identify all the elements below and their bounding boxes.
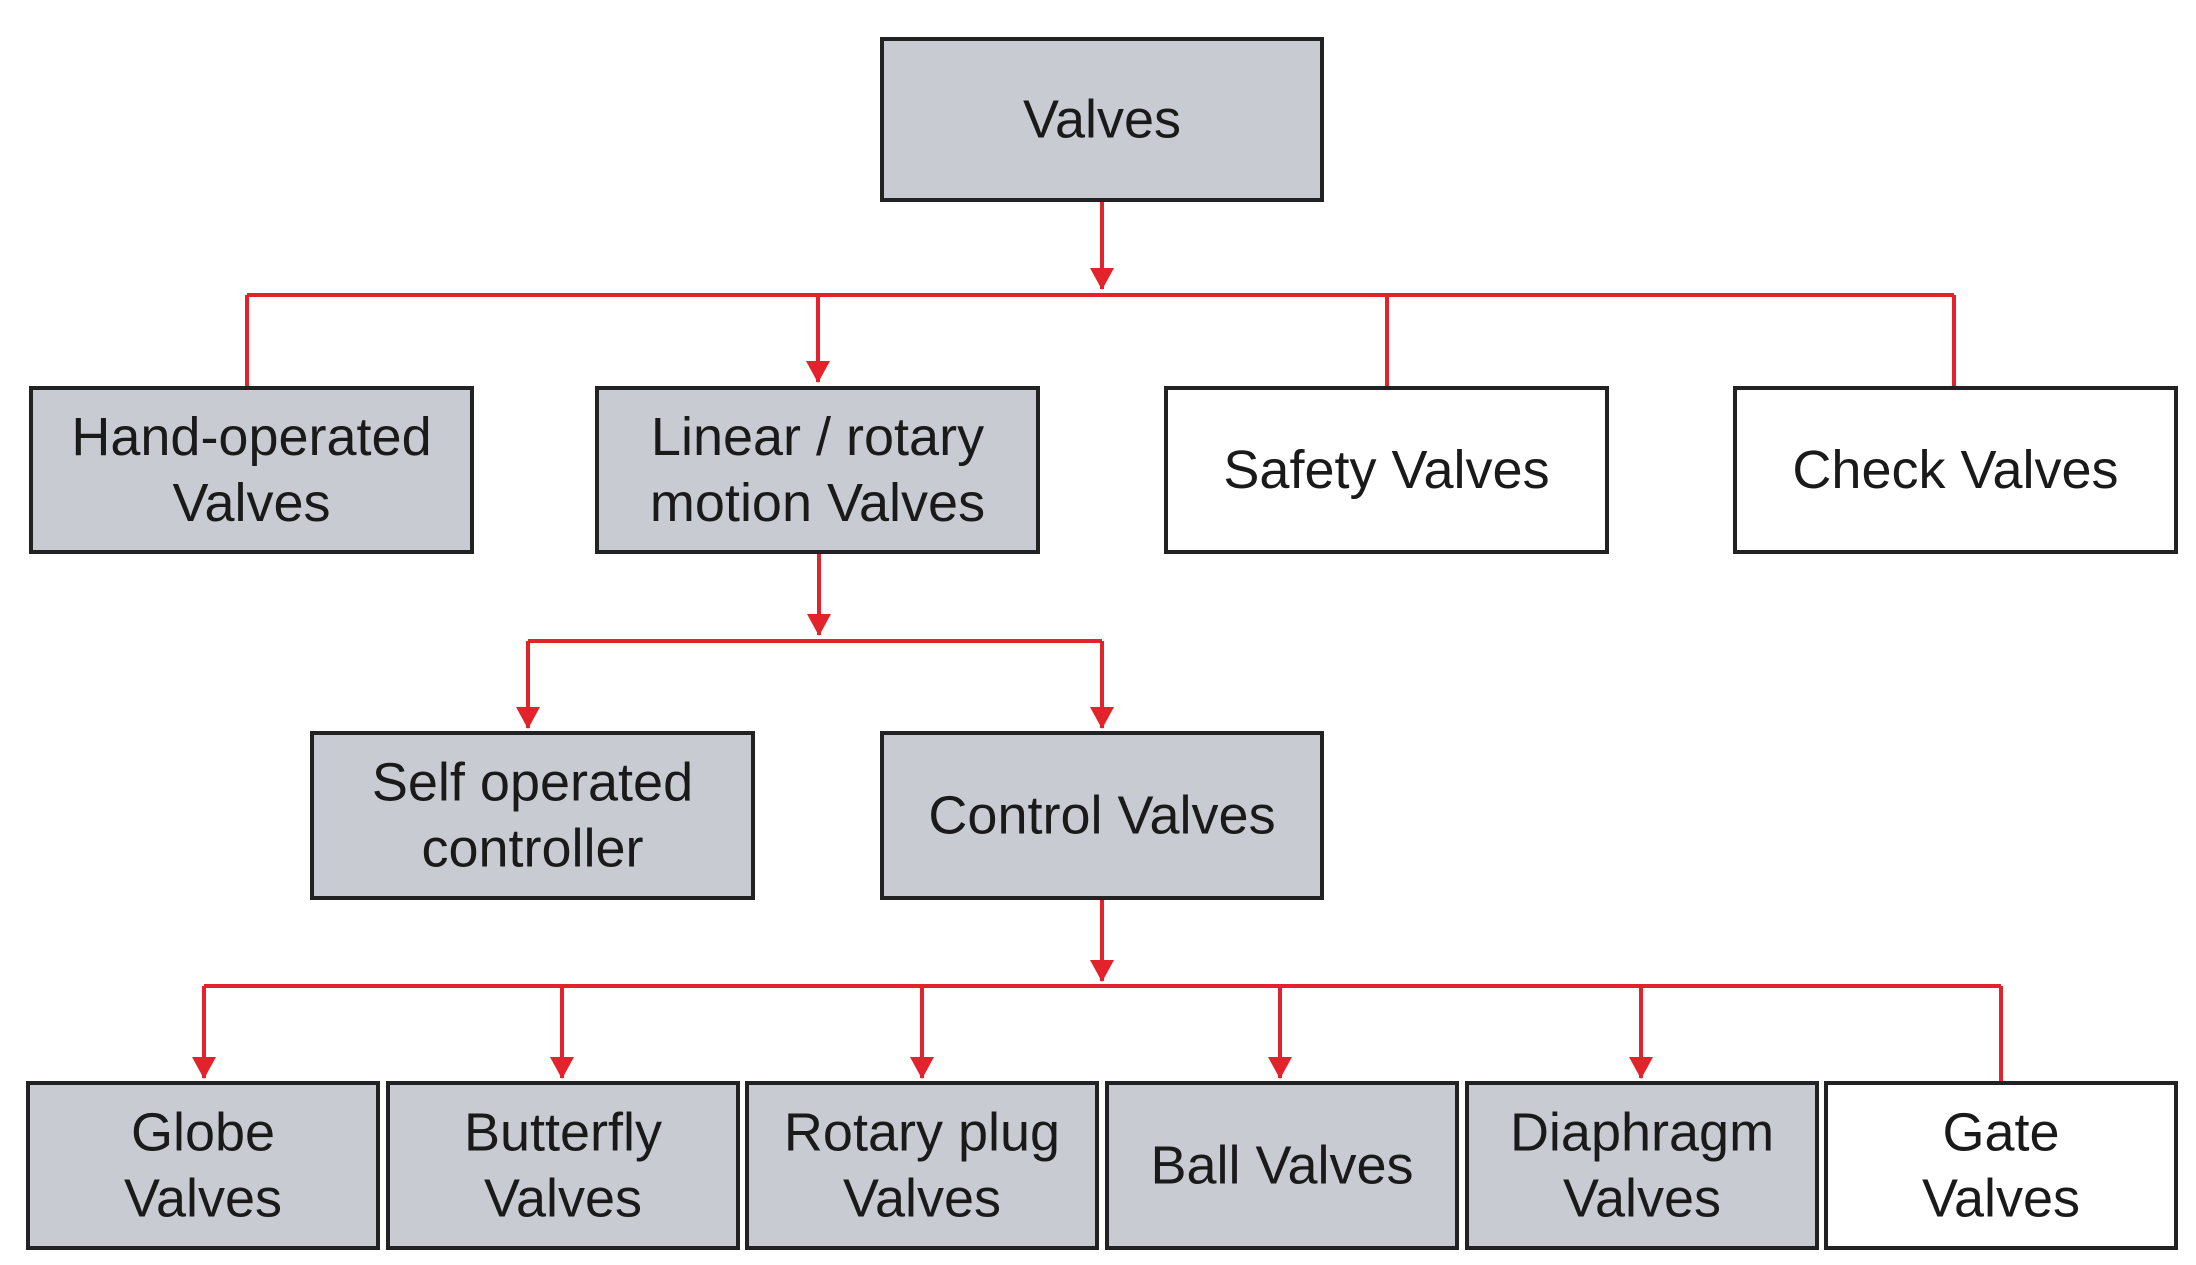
- node-label: motion Valves: [650, 473, 985, 533]
- node-box: [880, 37, 1324, 202]
- node-label: Valves: [484, 1169, 642, 1229]
- node-label: Control Valves: [928, 786, 1275, 846]
- node-safety: Safety Valves: [1164, 386, 1609, 554]
- node-box: [29, 386, 474, 554]
- node-check: Check Valves: [1733, 386, 2178, 554]
- node-label: Hand-operated: [71, 407, 431, 467]
- node-label: Butterfly: [464, 1103, 662, 1163]
- node-valves: Valves: [880, 37, 1324, 202]
- node-label: Safety Valves: [1223, 440, 1549, 500]
- node-box: [386, 1081, 740, 1250]
- node-box: [1824, 1081, 2178, 1250]
- node-label: Rotary plug: [784, 1103, 1060, 1163]
- node-box: [880, 731, 1324, 900]
- node-box: [745, 1081, 1099, 1250]
- node-label: Valves: [1563, 1169, 1721, 1229]
- node-label: Ball Valves: [1150, 1136, 1413, 1196]
- node-label: Gate: [1942, 1103, 2059, 1163]
- node-label: Valves: [172, 473, 330, 533]
- node-label: Valves: [843, 1169, 1001, 1229]
- node-label: Check Valves: [1792, 440, 2118, 500]
- node-control: Control Valves: [880, 731, 1324, 900]
- node-label: Valves: [1922, 1169, 2080, 1229]
- node-label: Linear / rotary: [651, 407, 984, 467]
- node-box: [1105, 1081, 1459, 1250]
- node-label: Valves: [124, 1169, 282, 1229]
- node-box: [310, 731, 755, 900]
- node-box: [1164, 386, 1609, 554]
- node-ball: Ball Valves: [1105, 1081, 1459, 1250]
- node-box: [26, 1081, 380, 1250]
- node-box: [595, 386, 1040, 554]
- connectors: [192, 200, 2003, 1083]
- node-label: controller: [421, 819, 643, 879]
- node-label: Globe: [131, 1103, 275, 1163]
- node-label: Self operated: [372, 753, 693, 813]
- node-label: Valves: [1023, 90, 1181, 150]
- node-label: Diaphragm: [1510, 1103, 1774, 1163]
- node-box: [1733, 386, 2178, 554]
- node-box: [1465, 1081, 1819, 1250]
